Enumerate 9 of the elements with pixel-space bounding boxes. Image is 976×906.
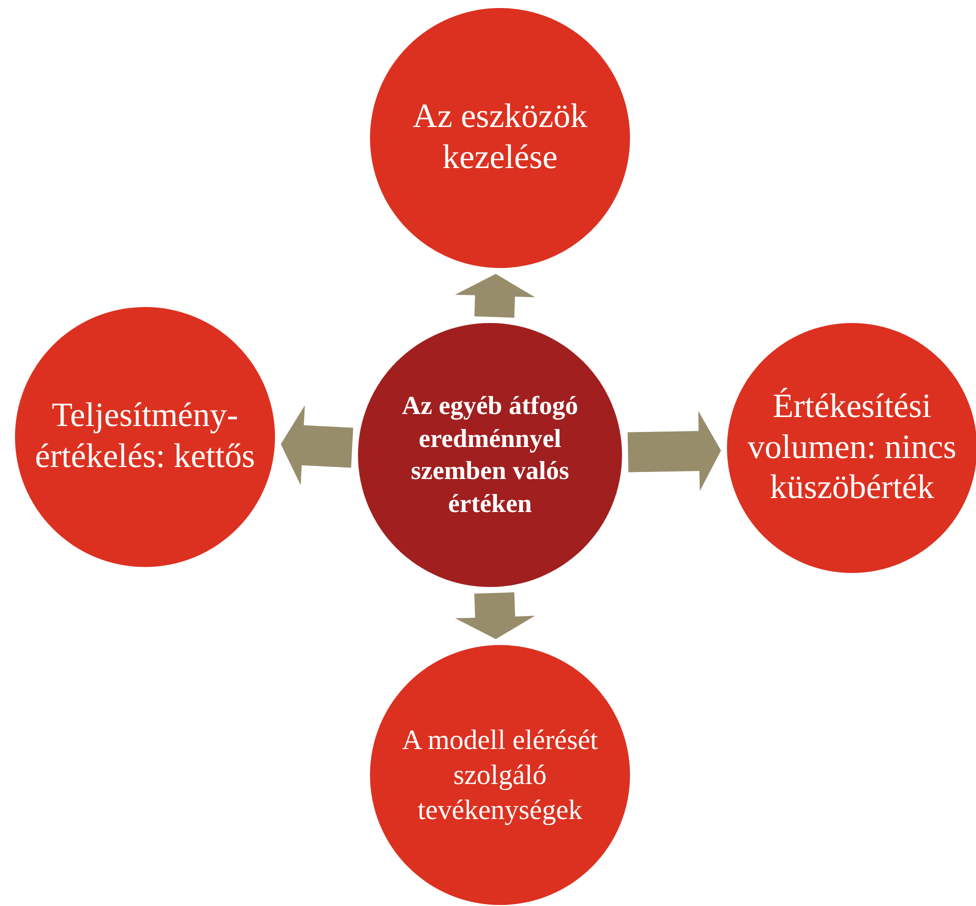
circle-label: A modell elérését szolgáló tevékenységek bbox=[401, 724, 599, 828]
circle-label: Az egyéb átfogó eredménnyel szemben valós értéken bbox=[400, 390, 580, 520]
circle-label: Teljesítmény-értékelés: kettős bbox=[34, 396, 256, 477]
circle-label: Értékesítési volumen: nincs küszöbérték bbox=[746, 386, 958, 508]
block-arrow bbox=[455, 592, 535, 640]
circle-label: Az eszközök kezelése bbox=[412, 97, 588, 178]
block-arrow bbox=[455, 274, 535, 318]
block-arrow bbox=[628, 411, 721, 491]
block-arrow bbox=[280, 405, 354, 486]
